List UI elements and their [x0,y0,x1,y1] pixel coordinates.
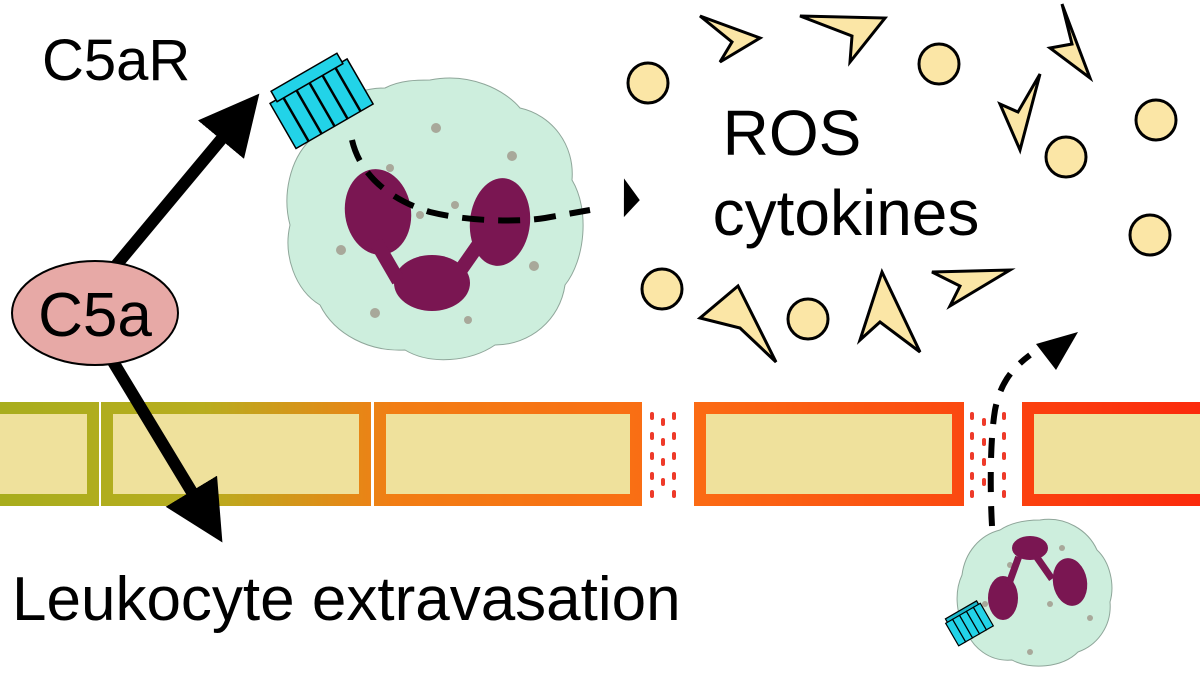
mediator-circle-icon [1128,213,1172,257]
mediator-chevron-icon [699,14,764,64]
mediator-circle-icon [1134,98,1178,142]
mediator-circle-icon [786,297,830,341]
multilobed-nucleus [344,169,531,311]
transmigration-arrowhead [1036,332,1078,370]
receptor-icon [269,52,375,150]
small-receptor-icon [944,600,995,647]
signaling-path [349,139,591,224]
arrow-to-extravasation [106,356,223,543]
mediators [626,3,1178,364]
endothelial-cell-icon [0,402,99,506]
ligand-icon: C5a [11,260,179,366]
neutrophil-icon [286,77,584,361]
mediator-chevron-icon [696,283,778,364]
small-neutrophil-membrane [956,518,1113,667]
ros-label: ROS [723,97,862,169]
endothelial-cell-icon [694,402,964,506]
receptor-label: C5aR [42,28,190,93]
mediator-circle-icon [626,61,670,105]
extravasation-label: Leukocyte extravasation [12,565,681,634]
mediator-chevron-icon [856,267,922,354]
leaky-junction-left [650,412,676,498]
signaling-arrowhead [623,178,640,218]
endothelial-wall [0,402,1200,506]
mediator-chevron-icon [1046,3,1094,83]
cytokines-label: cytokines [713,177,980,249]
transmigration-path [987,352,1032,527]
arrow-to-receptor [103,93,260,279]
mediator-circle-icon [640,267,684,311]
ligand-label: C5a [38,281,152,350]
granules [336,123,539,324]
mediator-chevron-icon [799,14,889,67]
mediator-chevron-icon [997,73,1042,155]
endothelial-cell-icon [374,402,642,506]
mediator-circle-icon [1044,135,1088,179]
transmigrating-neutrophil-icon [956,518,1113,667]
endothelial-cell-icon [1022,402,1200,506]
mediator-circle-icon [917,42,961,86]
leaky-junction-right [970,412,1006,498]
mediator-chevron-icon [931,268,1016,310]
